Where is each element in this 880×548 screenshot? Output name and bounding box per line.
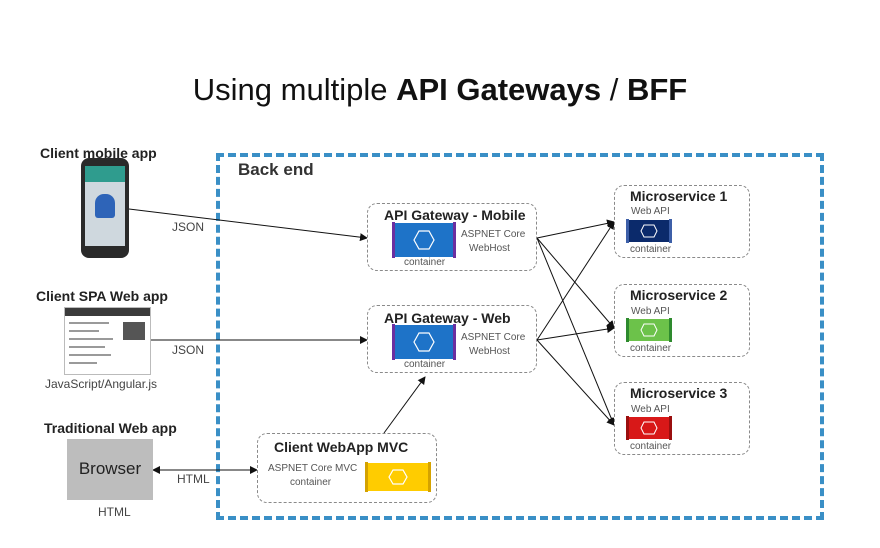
mobile-phone-image (81, 158, 129, 258)
gw-web-to-ms3 (536, 339, 615, 426)
mobile-protocol-label: JSON (172, 220, 205, 234)
mvc-container-icon (365, 462, 431, 492)
title-part1: Using multiple (192, 72, 397, 107)
mvc-title: Client WebApp MVC (274, 439, 409, 455)
gw-web-to-ms1 (536, 221, 615, 341)
gw-mobile-to-ms2 (536, 237, 615, 329)
traditional-protocol-label: HTML (177, 472, 210, 486)
backend-label: Back end (238, 160, 314, 179)
traditional-caption: HTML (98, 505, 131, 519)
title-bold2: BFF (626, 72, 688, 107)
ms3-title: Microservice 3 (630, 385, 728, 401)
ms1-container-label: container (630, 244, 672, 255)
gateway-web-tech1: ASPNET Core (461, 332, 526, 343)
ms1-title: Microservice 1 (630, 188, 728, 204)
gw-web-to-ms2 (536, 325, 615, 341)
gateway-web-title: API Gateway - Web (384, 310, 511, 326)
spa-protocol-label: JSON (172, 343, 205, 357)
backend-region (216, 153, 824, 520)
mvc-tech1: ASPNET Core MVC (268, 463, 358, 474)
gateway-mobile-tech2: WebHost (469, 243, 510, 254)
spa-screenshot-image (64, 307, 151, 375)
ms2-api-label: Web API (631, 306, 670, 317)
client-traditional-label: Traditional Web app (44, 420, 177, 436)
ms1-container-icon (626, 219, 672, 243)
ms3-container-label: container (630, 441, 672, 452)
ms2-title: Microservice 2 (630, 287, 728, 303)
mobile-to-gateway-line (128, 208, 368, 242)
gateway-web-container-icon (392, 324, 456, 360)
mvc-to-gateway-line (383, 376, 426, 434)
mvc-tech2: container (290, 477, 332, 488)
ms3-container-icon (626, 416, 672, 440)
browser-box (67, 439, 153, 500)
title-bold1: API Gateways (396, 72, 602, 107)
gateway-web-tech2: WebHost (469, 346, 510, 357)
gw-mobile-to-ms1 (536, 219, 615, 239)
client-spa-label: Client SPA Web app (36, 288, 168, 304)
ms2-container-icon (626, 318, 672, 342)
gw-mobile-to-ms3 (536, 237, 616, 426)
ms3-api-label: Web API (631, 404, 670, 415)
gateway-mobile-container-label: container (404, 257, 446, 268)
ms1-api-label: Web API (631, 206, 670, 217)
title-sep: / (601, 72, 627, 107)
browser-label: Browser (78, 459, 142, 478)
diagram-title: Using multiple API Gateways / BFF (0, 72, 880, 108)
gateway-mobile-container-icon (392, 222, 456, 258)
spa-caption: JavaScript/Angular.js (45, 377, 158, 391)
client-mobile-label: Client mobile app (40, 145, 157, 161)
ms2-container-label: container (630, 343, 672, 354)
gateway-mobile-tech1: ASPNET Core (461, 229, 526, 240)
gateway-web-container-label: container (404, 359, 446, 370)
gateway-mobile-title: API Gateway - Mobile (384, 207, 526, 223)
